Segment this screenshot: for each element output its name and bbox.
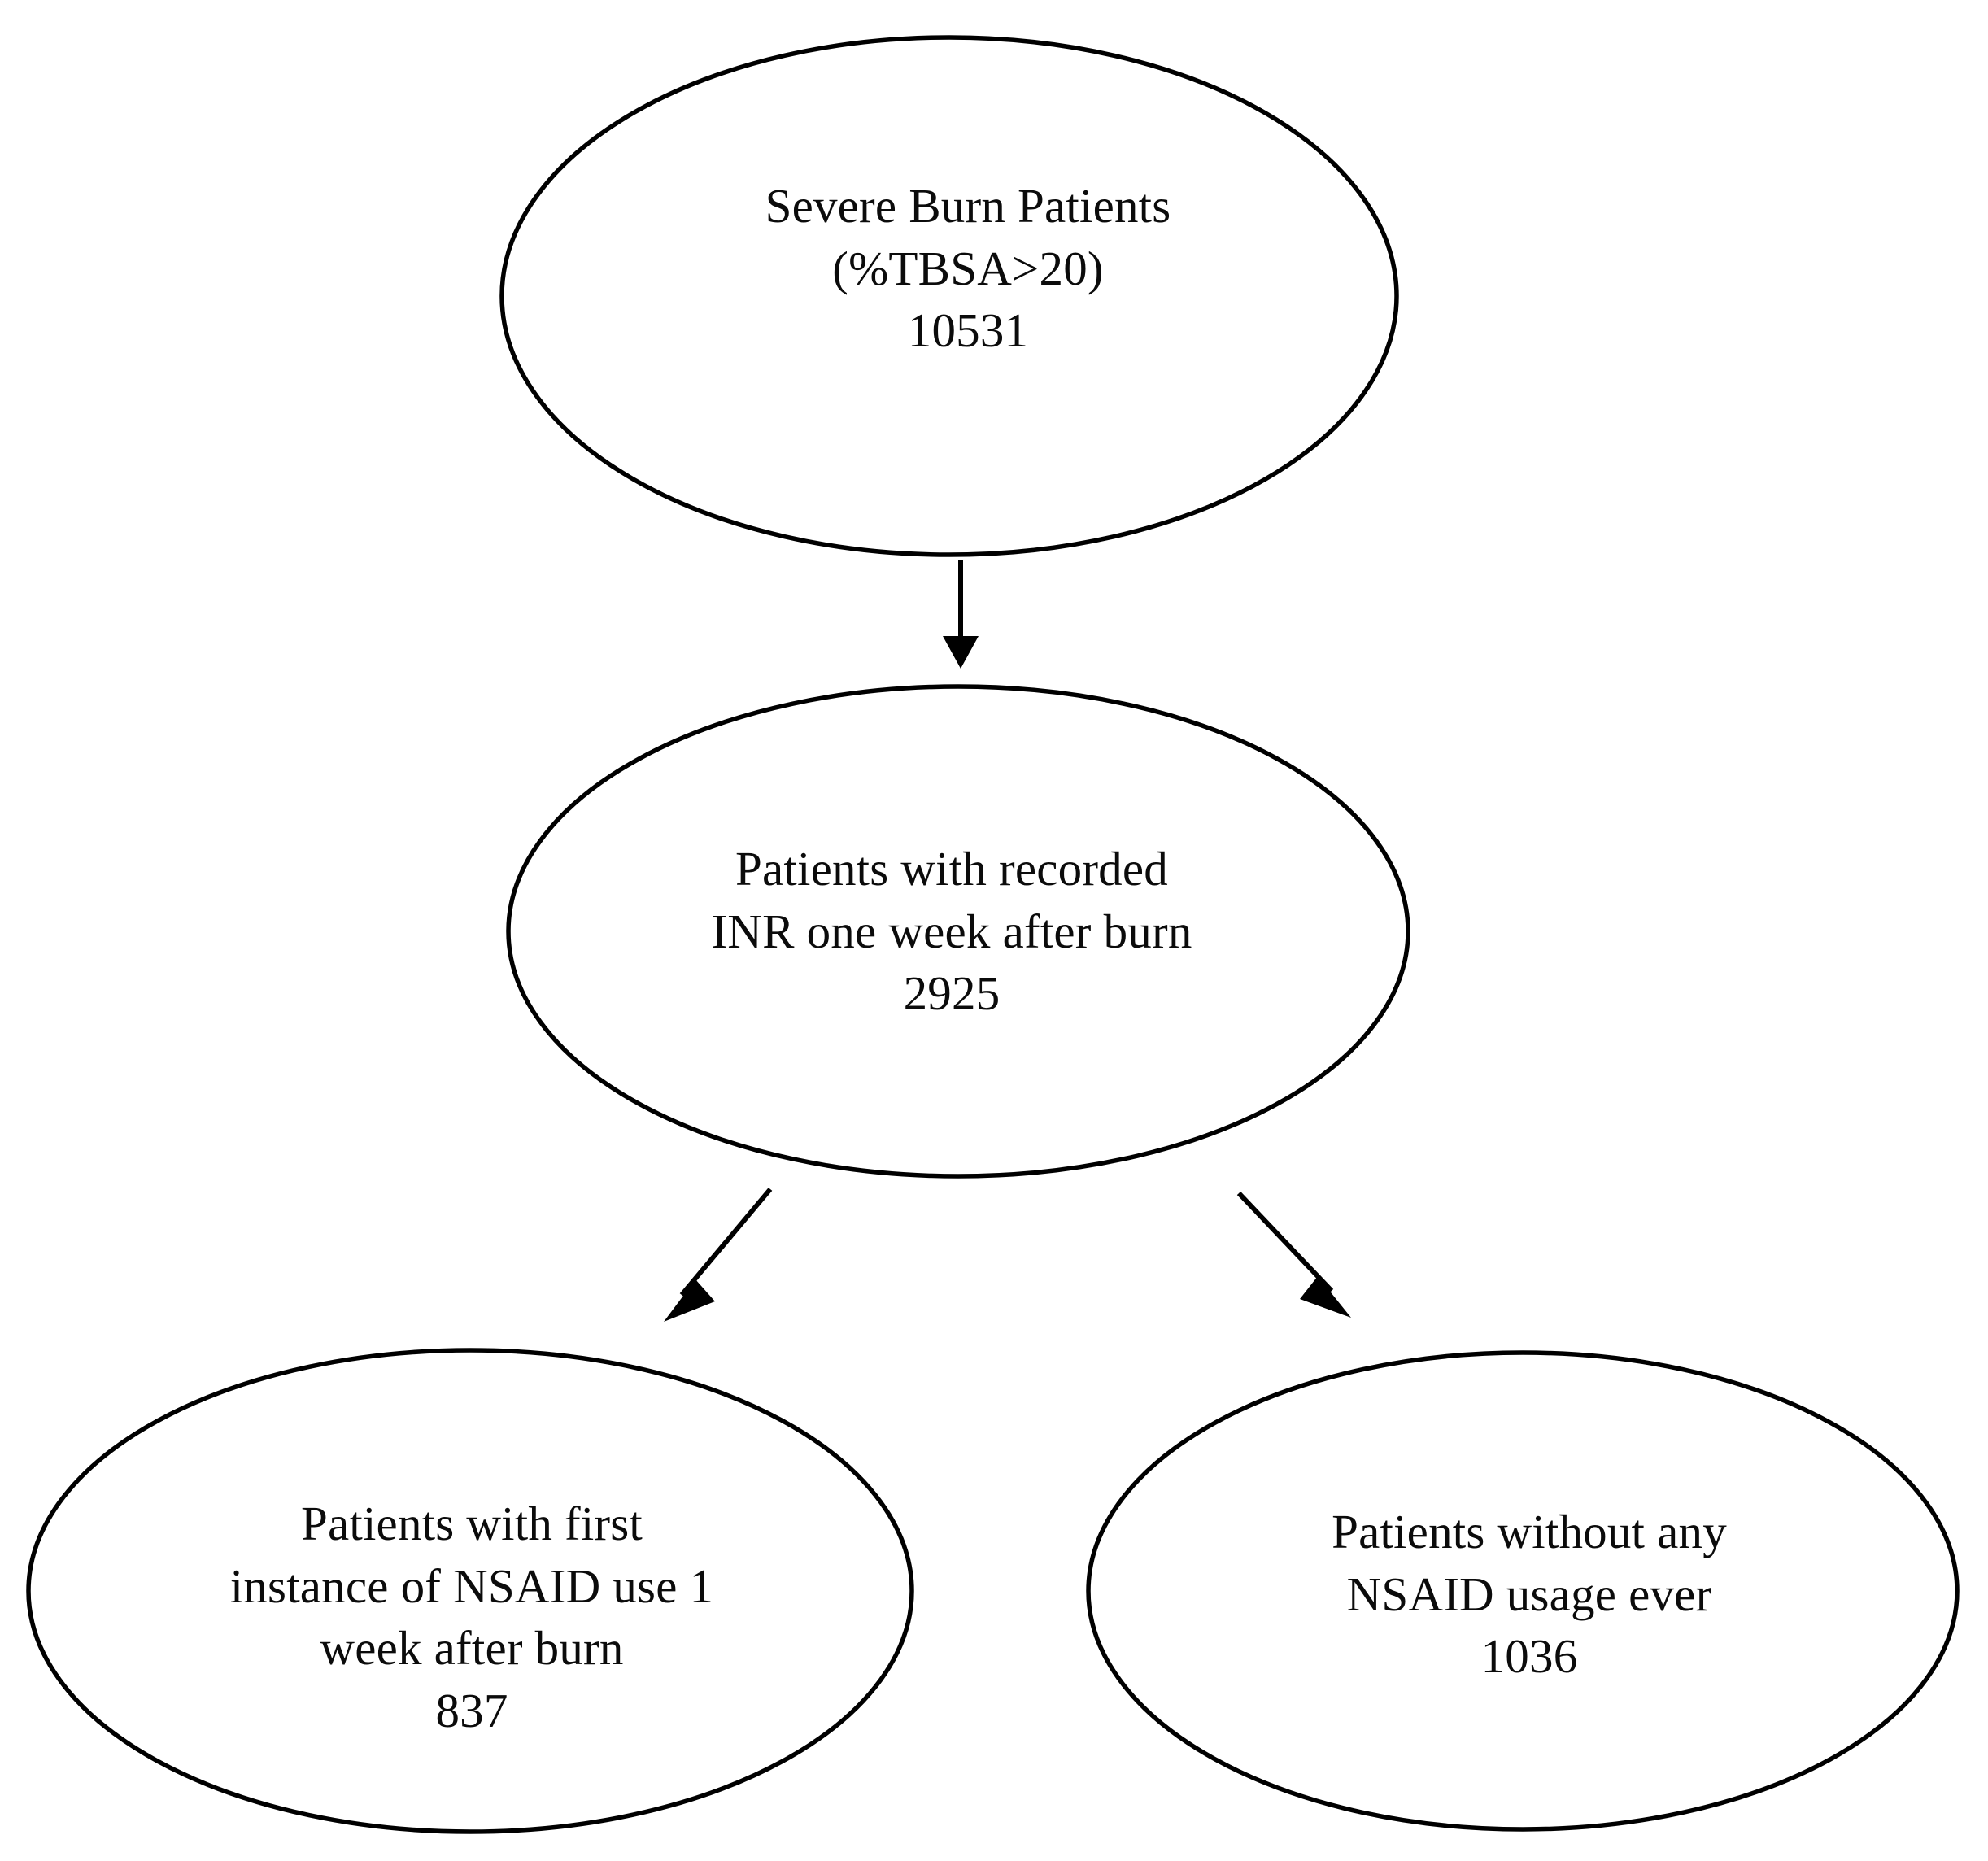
edge-top-to-middle	[943, 560, 979, 669]
edge-middle-to-left-line	[679, 1188, 773, 1297]
node-severe-burn-patients-ellipse[interactable]	[499, 35, 1399, 557]
edge-middle-to-left-arrowhead	[664, 1279, 715, 1322]
edge-middle-to-right	[1236, 1191, 1351, 1318]
edge-top-to-middle-arrowhead	[943, 636, 979, 669]
node-patients-without-nsaid-ellipse[interactable]	[1086, 1350, 1960, 1832]
edge-middle-to-right-line	[1236, 1191, 1334, 1293]
node-patients-with-recorded-inr-ellipse[interactable]	[506, 684, 1410, 1179]
edge-middle-to-left	[664, 1188, 773, 1322]
node-patients-first-nsaid-use-ellipse[interactable]	[26, 1348, 914, 1834]
edge-middle-to-right-arrowhead	[1300, 1276, 1351, 1318]
